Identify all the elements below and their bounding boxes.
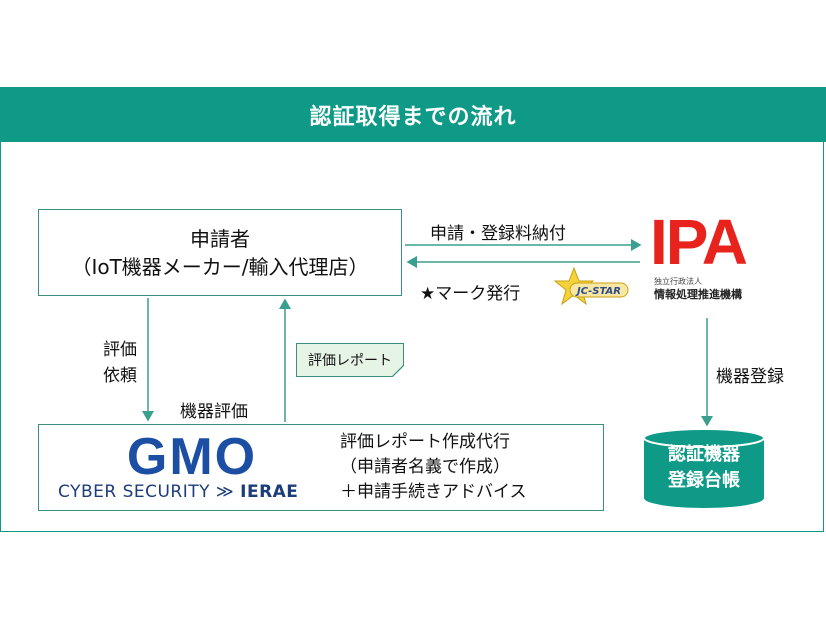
gmo-service-3: ＋申請手続きアドバイス: [340, 482, 527, 502]
applicant-box: 申請者 （IoT機器メーカー/輸入代理店）: [38, 209, 402, 296]
applicant-subtitle: （IoT機器メーカー/輸入代理店）: [71, 254, 369, 279]
gmo-service-1: 評価レポート作成代行: [340, 432, 510, 452]
apply-fee-label: 申請・登録料納付: [430, 224, 566, 244]
ipa-name: 情報処理推進機構: [654, 288, 742, 301]
gmo-logo-text: GMO: [127, 434, 257, 478]
note-fold: [392, 365, 404, 377]
gmo-services: 評価レポート作成代行 （申請者名義で作成） ＋申請手続きアドバイス: [340, 430, 527, 505]
gmo-logo: GMO: [127, 434, 257, 478]
ipa-logo: IPA: [650, 206, 748, 278]
device-eval-label: 機器評価: [180, 402, 248, 422]
gmo-box: [38, 424, 604, 511]
jc-star-badge: JC-STAR: [553, 266, 629, 306]
ledger-label: 認証機器 登録台帳: [668, 444, 740, 491]
ipa-org-type: 独立行政法人: [654, 277, 702, 286]
applicant-label: 申請者: [190, 226, 250, 251]
gmo-subtitle: CYBER SECURITY ≫ IERAE: [58, 482, 299, 502]
ledger-cylinder: [644, 428, 764, 508]
jc-star-text: JC-STAR: [575, 286, 621, 297]
device-register-label: 機器登録: [716, 367, 784, 387]
gmo-service-2: （申請者名義で作成）: [340, 457, 510, 477]
diagram-title: 認証取得までの流れ: [0, 87, 826, 142]
eval-request-label: 評価 依頼: [103, 340, 137, 386]
eval-report-note: 評価レポート: [296, 343, 404, 377]
mark-issue-label: ★マーク発行: [420, 284, 521, 304]
